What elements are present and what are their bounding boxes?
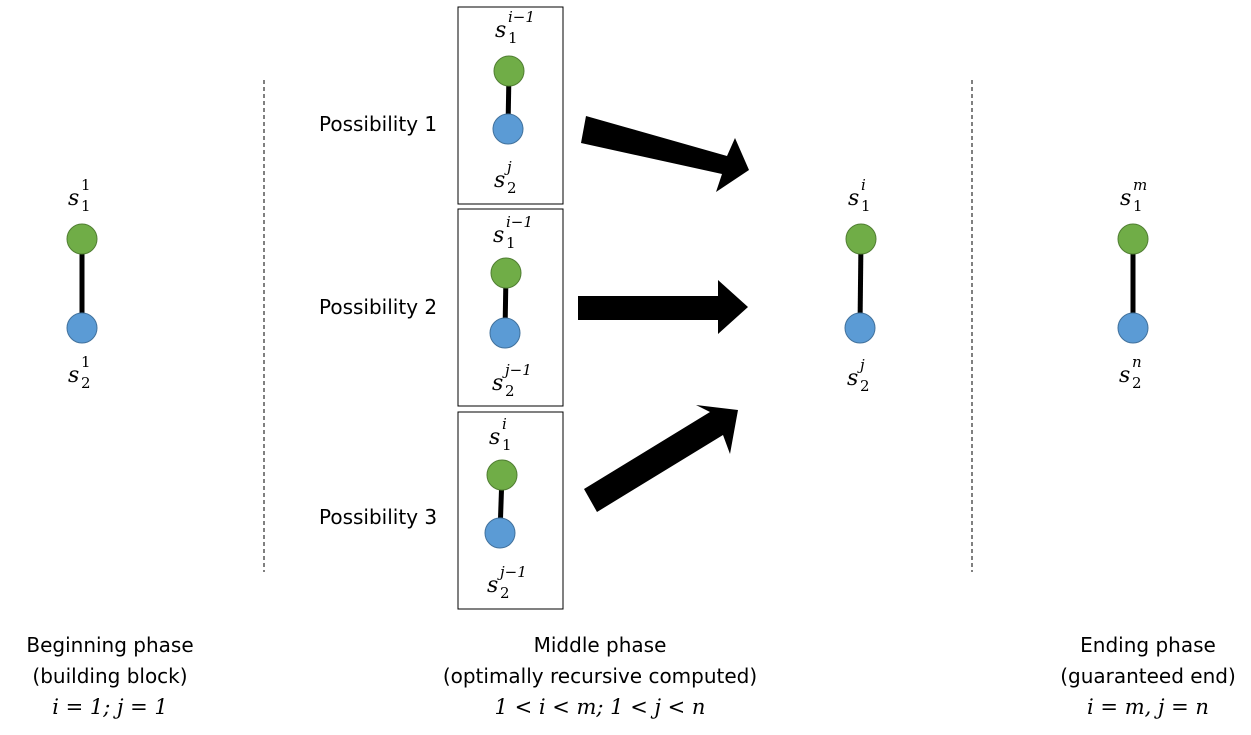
ending-phase-title: Ending phase bbox=[1080, 633, 1216, 657]
beginning-phase-condition: i = 1; j = 1 bbox=[52, 695, 168, 719]
possibility-3-label: Possibility 3 bbox=[319, 505, 438, 529]
possibility-3-box bbox=[457, 411, 564, 610]
ending-bottom-node bbox=[1117, 312, 1149, 344]
beginning-phase-caption: Beginning phase (building block) i = 1; … bbox=[10, 630, 210, 723]
beginning-top-node bbox=[66, 223, 98, 255]
ending-phase-caption: Ending phase (guaranteed end) i = m, j =… bbox=[1048, 630, 1248, 723]
beginning-phase-title: Beginning phase bbox=[26, 633, 194, 657]
ending-phase-subtitle: (guaranteed end) bbox=[1060, 664, 1236, 688]
middle-phase-subtitle: (optimally recursive computed) bbox=[442, 664, 758, 688]
possibility-2-box bbox=[457, 208, 564, 407]
beginning-phase-subtitle: (building block) bbox=[32, 664, 188, 688]
arrow-possibility-3 bbox=[584, 405, 738, 512]
beginning-bottom-node bbox=[66, 312, 98, 344]
possibility-1-top-node bbox=[493, 55, 525, 87]
possibility-2-label: Possibility 2 bbox=[319, 295, 438, 319]
possibility-3-bottom-node bbox=[484, 517, 516, 549]
ending-top-node bbox=[1117, 223, 1149, 255]
possibility-1-bottom-node bbox=[492, 113, 524, 145]
possibility-1-box bbox=[457, 6, 564, 205]
middle-phase-condition: 1 < i < m; 1 < j < n bbox=[494, 695, 706, 719]
possibility-2-top-node bbox=[490, 257, 522, 289]
possibility-1-node-pair bbox=[492, 55, 525, 145]
middle-result-bottom-node bbox=[844, 312, 876, 344]
possibility-3-top-node bbox=[486, 459, 518, 491]
middle-result-top-node bbox=[845, 223, 877, 255]
possibility-2-bottom-node bbox=[489, 317, 521, 349]
ending-node-pair bbox=[1117, 223, 1149, 344]
beginning-node-pair bbox=[66, 223, 98, 344]
arrow-possibility-2 bbox=[578, 280, 748, 334]
middle-result-node-pair bbox=[844, 223, 877, 344]
ending-phase-condition: i = m, j = n bbox=[1087, 695, 1209, 719]
middle-phase-title: Middle phase bbox=[533, 633, 667, 657]
middle-phase-caption: Middle phase (optimally recursive comput… bbox=[420, 630, 780, 723]
possibility-1-label: Possibility 1 bbox=[319, 112, 438, 136]
arrow-possibility-1 bbox=[581, 116, 749, 192]
possibility-3-node-pair bbox=[484, 459, 518, 549]
possibility-2-node-pair bbox=[489, 257, 522, 349]
